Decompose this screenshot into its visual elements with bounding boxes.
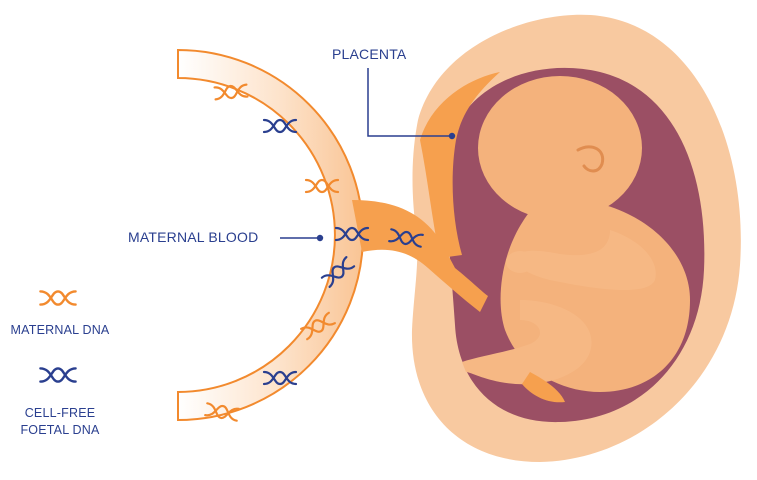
placenta-pointer-dot [449,133,455,139]
placenta-label: PLACENTA [332,46,406,62]
legend-foetal-dna-line1: CELL-FREE [25,406,96,420]
legend-foetal-dna-icon [40,368,75,381]
legend-maternal-dna-icon [40,291,75,304]
maternal-blood-pointer-dot [317,235,323,241]
legend-maternal-dna-label: MATERNAL DNA [4,322,116,339]
maternal-blood-label: MATERNAL BLOOD [128,229,258,245]
legend-foetal-dna-line2: FOETAL DNA [20,423,99,437]
legend-foetal-dna-label: CELL-FREE FOETAL DNA [4,405,116,439]
